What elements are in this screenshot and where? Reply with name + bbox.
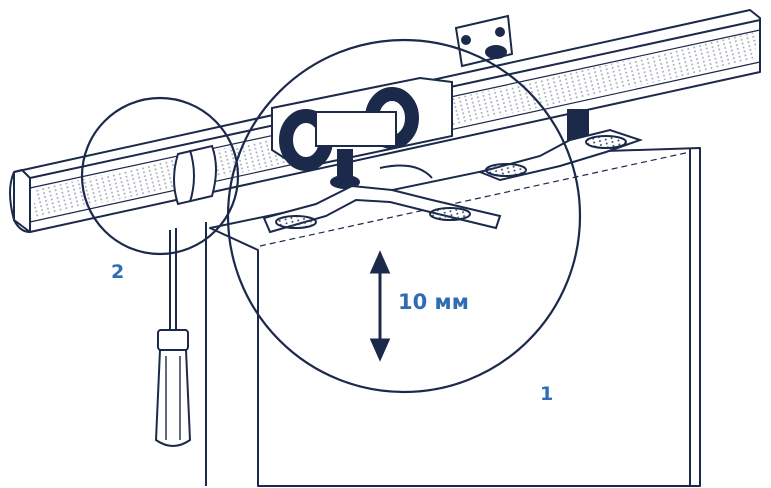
callout-1-label: 1 [540, 383, 554, 405]
dimension-arrow [369, 250, 391, 362]
callout-2-label: 2 [111, 261, 125, 283]
door-panel [205, 147, 701, 487]
dimension-label: 10 мм [398, 290, 469, 314]
hanger-plate-1 [262, 149, 502, 234]
rail-stopper [173, 144, 217, 206]
detail-circle-2 [80, 96, 240, 256]
screwdriver-icon [154, 228, 192, 447]
hanger-plate-2 [476, 109, 644, 182]
roller-carriage [271, 76, 453, 171]
